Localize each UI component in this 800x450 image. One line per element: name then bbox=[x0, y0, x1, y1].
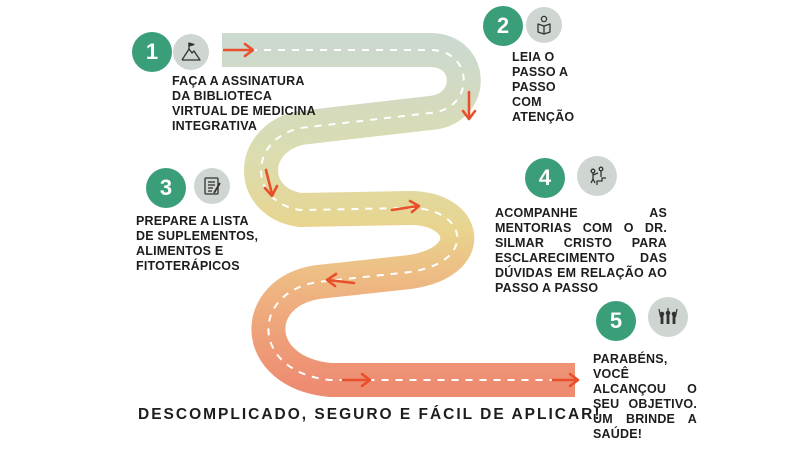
step-3-text: PREPARE A LISTA DE SUPLEMENTOS, ALIMENTO… bbox=[136, 214, 259, 273]
step-number-badge: 3 bbox=[146, 168, 186, 208]
step-1-text: FAÇA A ASSINATURA DA BIBLIOTECA VIRTUAL … bbox=[172, 74, 316, 133]
checklist-icon bbox=[194, 168, 230, 204]
footer-tagline: DESCOMPLICADO, SEGURO E FÁCIL DE APLICAR… bbox=[138, 406, 602, 423]
reading-book-icon bbox=[526, 7, 562, 43]
step-number-badge: 5 bbox=[596, 301, 636, 341]
arrow-left-icon bbox=[325, 272, 356, 288]
step-number-badge: 2 bbox=[483, 6, 523, 46]
arrow-right-icon bbox=[390, 199, 421, 214]
step-5-text: PARABÉNS, VOCÊ ALCANÇOU O SEU OBJETIVO. … bbox=[593, 352, 697, 441]
step-number-badge: 4 bbox=[525, 158, 565, 198]
arrow-down-icon bbox=[461, 90, 477, 121]
arrow-right-icon bbox=[341, 372, 372, 388]
step-4-text: ACOMPANHE AS MENTORIAS COM O DR. SILMAR … bbox=[495, 206, 667, 295]
team-celebration-icon bbox=[648, 297, 688, 337]
step-number-badge: 1 bbox=[132, 32, 172, 72]
arrow-right-icon bbox=[222, 42, 255, 58]
arrow-down-icon bbox=[263, 168, 279, 198]
mentor-climb-icon bbox=[577, 156, 617, 196]
mountain-flag-icon bbox=[173, 34, 209, 70]
road-center-dashes bbox=[222, 49, 575, 381]
step-2-text: LEIA O PASSO A PASSO COM ATENÇÃO bbox=[512, 50, 575, 124]
arrow-right-icon bbox=[551, 372, 580, 388]
